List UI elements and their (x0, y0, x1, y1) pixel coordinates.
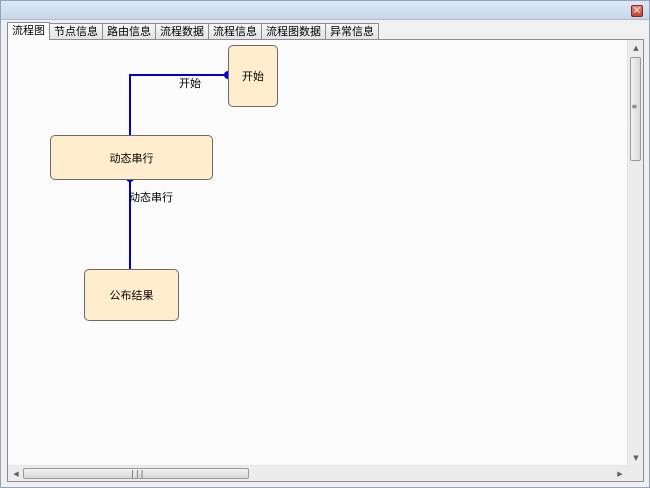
scroll-left-icon[interactable]: ◀ (13, 470, 19, 478)
tab-route-info[interactable]: 路由信息 (102, 23, 156, 40)
vertical-scroll-thumb[interactable]: ≡ (630, 57, 641, 161)
scroll-up-icon[interactable]: ▲ (633, 44, 639, 52)
horizontal-scroll-thumb[interactable]: ||| (23, 468, 249, 479)
tab-strip: 流程图 节点信息 路由信息 流程数据 流程信息 流程图数据 异常信息 (7, 22, 379, 40)
vertical-scrollbar[interactable]: ▲ ≡ ▼ (627, 40, 643, 466)
title-bar: × (1, 1, 649, 20)
node-start[interactable]: 开始 (228, 45, 278, 107)
scroll-down-icon[interactable]: ▼ (633, 454, 639, 462)
tab-exception-info[interactable]: 异常信息 (325, 23, 379, 40)
tab-flowchart-data[interactable]: 流程图数据 (261, 23, 326, 40)
node-dynamic-serial[interactable]: 动态串行 (50, 135, 213, 180)
grip-icon: ||| (130, 469, 145, 478)
tab-process-info[interactable]: 流程信息 (208, 23, 262, 40)
edge-label-start: 开始 (179, 77, 201, 90)
horizontal-scrollbar[interactable]: ◀ ||| ▶ (8, 465, 628, 481)
close-button[interactable]: × (631, 5, 643, 17)
flowchart-canvas[interactable]: 开始 动态串行 公布结果 开始 动态串行 (8, 40, 628, 466)
flowchart-edges (126, 71, 232, 269)
tab-content-panel: 开始 动态串行 公布结果 开始 动态串行 ▲ ≡ ▼ ◀ ||| ▶ (7, 39, 644, 482)
tab-flowchart[interactable]: 流程图 (7, 22, 50, 40)
edge-label-dynamic-serial: 动态串行 (129, 191, 173, 204)
scroll-right-icon[interactable]: ▶ (617, 470, 623, 478)
node-publish-result[interactable]: 公布结果 (84, 269, 179, 321)
edge-start-to-dynamic[interactable] (129, 74, 228, 136)
tab-process-data[interactable]: 流程数据 (155, 23, 209, 40)
scrollbar-corner (627, 465, 643, 481)
grip-icon: ≡ (632, 102, 637, 111)
tab-node-info[interactable]: 节点信息 (49, 23, 103, 40)
